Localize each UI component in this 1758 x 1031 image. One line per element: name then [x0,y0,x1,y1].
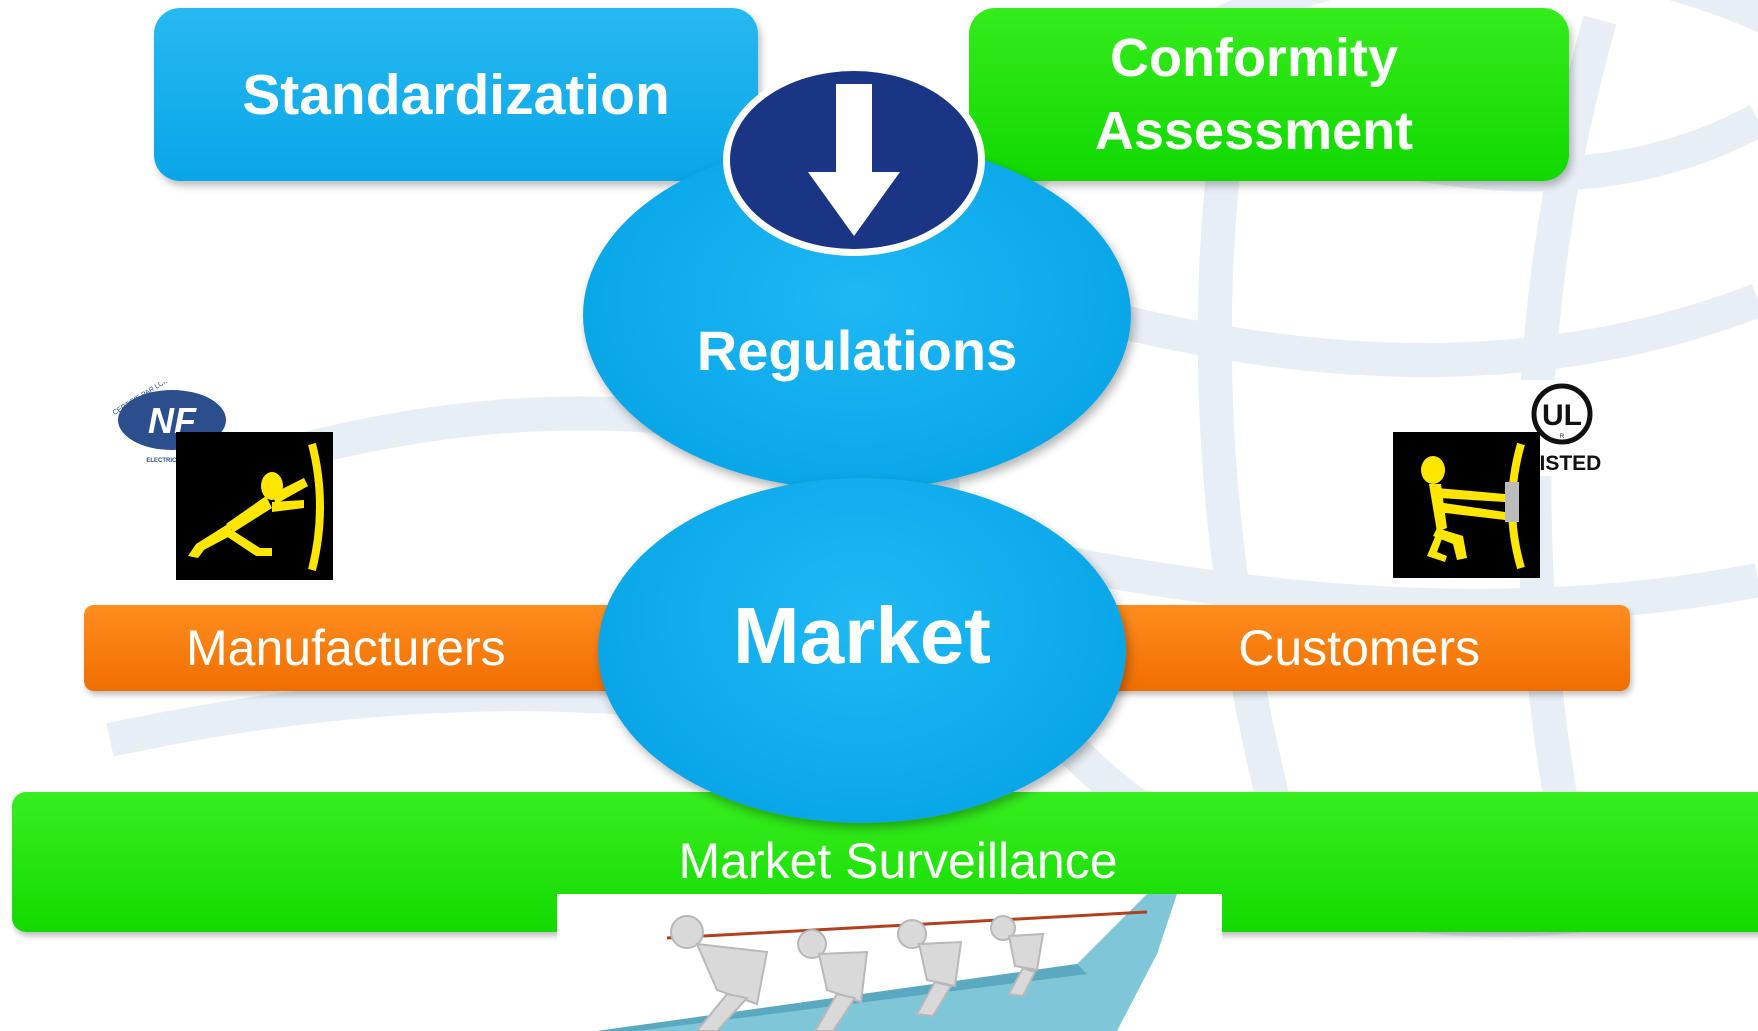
down-arrow-sign-icon [723,64,985,256]
standardization-label: Standardization [242,62,670,127]
svg-text:ELECTRICITE: ELECTRICITE [146,458,185,464]
manufacturers-label: Manufacturers [186,620,506,676]
tug-of-war-figures-image [557,894,1222,1031]
market-ellipse: Market [598,478,1126,823]
standardization-box: Standardization [154,8,758,181]
conformity-label-line1: Conformity [1110,27,1398,88]
ul-listed-logo: UL R LISTED [1514,380,1610,476]
market-surveillance-label: Market Surveillance [678,833,1118,889]
regulations-label: Regulations [696,318,1018,382]
customers-label: Customers [1238,620,1480,676]
svg-text:R: R [1560,434,1565,440]
manufacturers-box: Manufacturers [84,605,644,691]
conformity-assessment-box: Conformity Assessment [969,8,1569,181]
svg-text:LISTED: LISTED [1527,452,1602,475]
customers-box: Customers [1090,605,1630,691]
pulling-figure-icon [1393,432,1540,578]
market-label: Market [733,590,991,680]
conformity-label-line2: Assessment [1094,100,1414,161]
svg-text:UL: UL [1542,399,1582,432]
pushing-figure-icon [176,432,333,580]
